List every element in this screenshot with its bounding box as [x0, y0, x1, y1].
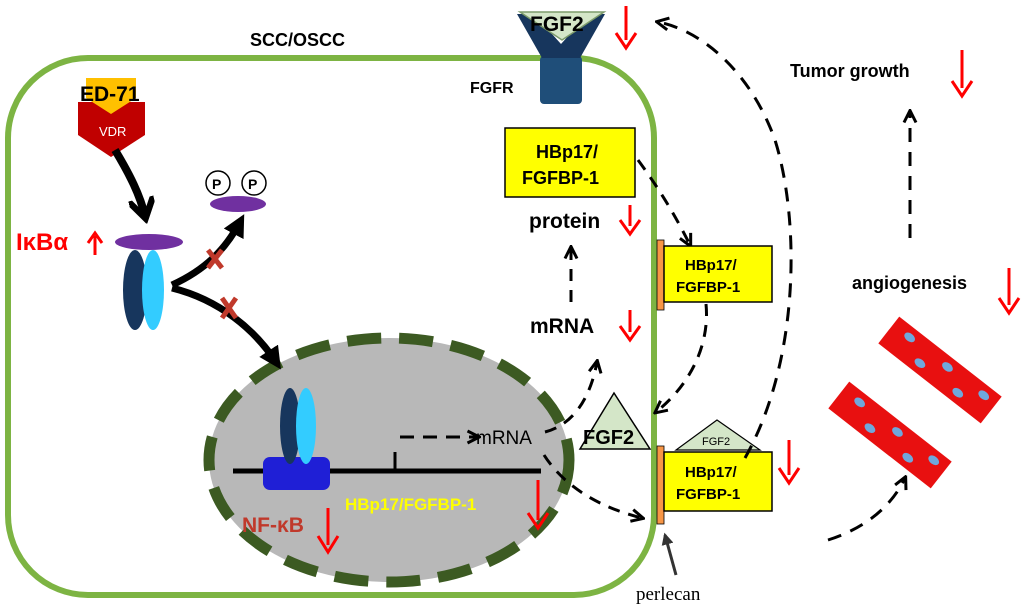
fgf2-top-label: FGF2: [530, 13, 584, 36]
ed71-label: ED-71: [80, 83, 140, 106]
fgf2-top-triangle: [517, 11, 607, 41]
secretion-arrow-1: [636, 159, 690, 245]
down-arrow-icon: [997, 268, 1021, 316]
fgf2-small-triangle: [674, 419, 762, 451]
hbp17-cyto-line1: HBp17/: [536, 142, 598, 162]
inhibition-x-icon: [206, 248, 224, 270]
nfkb-subunit-light: [142, 250, 164, 330]
nuclear-nfkb-light: [296, 388, 316, 464]
down-arrow-icon: [526, 480, 550, 531]
down-arrow-icon: [316, 508, 340, 555]
down-arrow-icon: [950, 50, 974, 99]
fgf2-mid-label: FGF2: [583, 427, 634, 449]
hbp17-mem-line1: HBp17/: [685, 257, 738, 274]
mrna-label: mRNA: [530, 315, 594, 338]
ikba-bar: [115, 234, 183, 250]
hbp17-bound-box: [663, 451, 773, 512]
hbp17-cyto-box: [504, 127, 636, 198]
orange-bar-1: [656, 239, 665, 311]
down-arrow-icon: [614, 6, 638, 51]
hbp17-mem-box: [663, 245, 773, 303]
down-arrow-icon: [618, 205, 642, 237]
hbp17-mem-line2: FGFBP-1: [676, 279, 740, 296]
angiogenesis-label: angiogenesis: [852, 273, 967, 293]
tumor-growth-label: Tumor growth: [790, 61, 910, 81]
ikba-label: IκBα: [16, 229, 68, 256]
phospho-ikba: [210, 196, 266, 212]
orange-bar-2: [656, 445, 665, 525]
blood-vessel-icon: [878, 316, 1002, 424]
export-arrow: [544, 362, 597, 434]
blood-vessel-icon: [828, 381, 952, 489]
phospho-p2: P: [248, 176, 257, 192]
release-arrow: [656, 303, 709, 412]
fgf2-small-label: FGF2: [702, 436, 730, 448]
nuclear-mrna-label: mRNA: [476, 428, 532, 449]
hbp17-bound-line2: FGFBP-1: [676, 486, 740, 503]
nuclear-nfkb-dark: [280, 388, 300, 464]
ed71-vdr-complex: ED-71 VDR: [78, 78, 145, 157]
angiogenesis-arrow: [827, 478, 905, 542]
secretion-arrow-2: [542, 454, 642, 518]
gene-label: HBp17/FGFBP-1: [345, 495, 476, 514]
cell-label: SCC/OSCC: [250, 30, 345, 50]
nfkb-binding-box: [263, 457, 330, 490]
hbp17-cyto-line2: FGFBP-1: [522, 168, 599, 188]
fgf2-mid-triangle: [578, 391, 652, 450]
phospho-p1: P: [212, 176, 221, 192]
vdr-activation-arrow: [111, 147, 145, 216]
up-arrow-icon: [86, 230, 104, 255]
hbp17-bound-line1: HBp17/: [685, 464, 738, 481]
down-arrow-icon: [777, 440, 801, 486]
cell-membrane: [5, 55, 657, 598]
perlecan-label: perlecan: [636, 584, 701, 605]
ed71-shape: [86, 78, 136, 114]
inhibition-x-icon: [219, 296, 239, 320]
nucleus: [203, 332, 575, 588]
nfkb-label: NF-κB: [242, 514, 304, 537]
fgfr-receptor: FGF2: [517, 11, 607, 104]
protein-label: protein: [529, 210, 600, 233]
perlecan-arrow: [661, 532, 678, 576]
fgfr-stalk: [540, 56, 582, 104]
vdr-shape: [78, 102, 145, 157]
fgfr-label: FGFR: [470, 80, 514, 97]
nfkb-subunit-dark: [123, 250, 147, 330]
down-arrow-icon: [618, 310, 642, 343]
phospho-group: P P: [205, 170, 267, 196]
vdr-label: VDR: [99, 124, 126, 139]
phosphorylation-arrow: [170, 214, 245, 289]
